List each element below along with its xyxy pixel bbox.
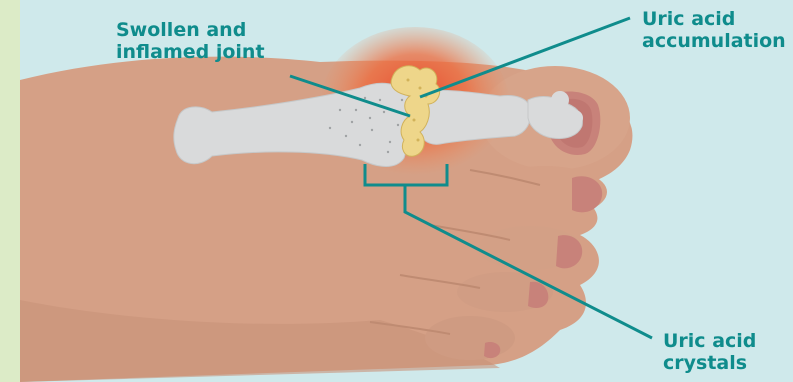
uric-acid-accumulation-label: Uric acid accumulation <box>642 8 792 52</box>
swollen-joint-label-line-1: Swollen and <box>116 19 316 41</box>
uric-acid-crystals-label-line-1: Uric acid <box>663 330 793 352</box>
uric-acid-crystals-label-line-2: crystals <box>663 352 793 374</box>
uric-acid-accumulation-label-line-1: Uric acid <box>642 8 792 30</box>
uric-acid-crystals-label: Uric acid crystals <box>663 330 793 374</box>
bone-knob <box>567 110 583 126</box>
uric-acid-accumulation-label-line-2: accumulation <box>642 30 792 52</box>
swollen-joint-label-line-2: inflamed joint <box>116 41 316 63</box>
swollen-joint-label: Swollen and inflamed joint <box>116 19 316 63</box>
bone-knob <box>551 91 569 109</box>
side-strip <box>0 0 20 382</box>
little-toe <box>425 316 515 360</box>
